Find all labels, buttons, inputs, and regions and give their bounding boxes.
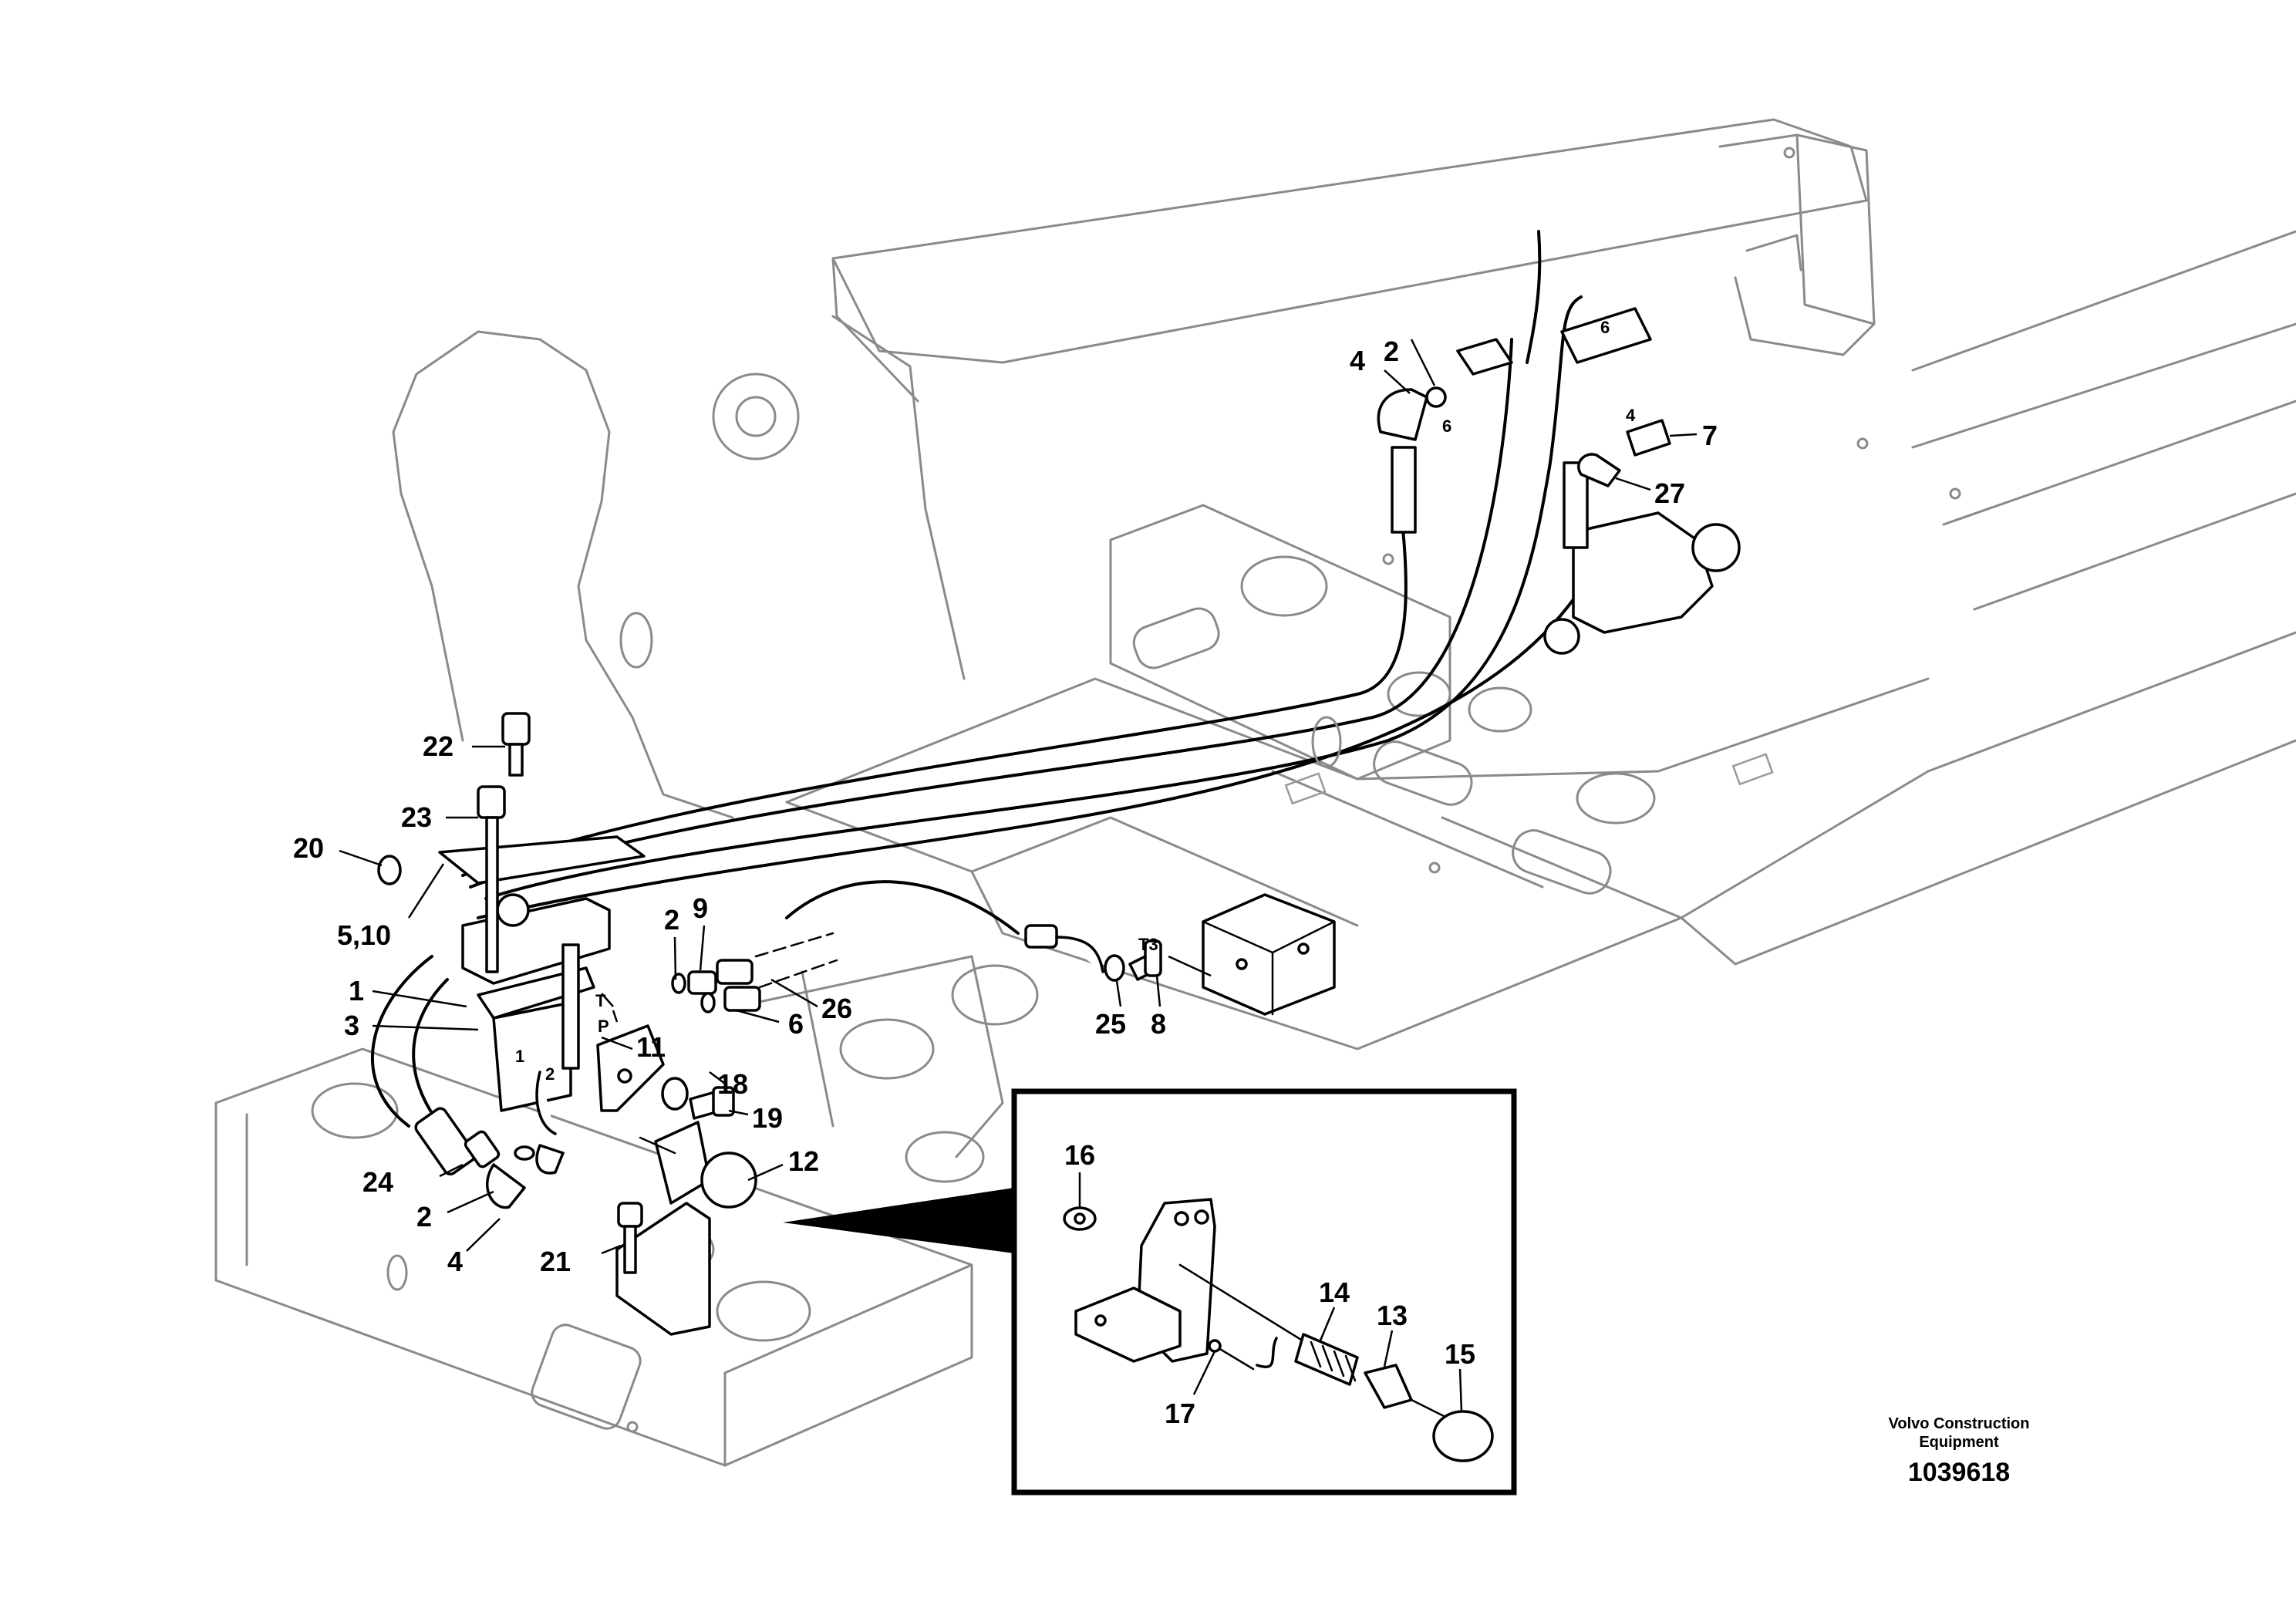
washer-18 [661,1077,689,1111]
components [377,307,1741,1336]
callout-15: 15 [1445,1338,1475,1370]
detail-frame [1011,1088,1517,1496]
port-label-4: 4 [1626,406,1636,425]
leader-lines [339,339,1698,1412]
port-block-t3 [1202,893,1336,1016]
callout-7: 7 [1702,420,1718,451]
spring-14 [1294,1333,1359,1386]
port-labels: T P T3 6 6 4 1 2 [515,318,1636,1084]
lock-lever-assembly [615,1121,757,1336]
callout-26: 26 [821,993,852,1024]
bolt-22 [501,712,531,777]
callout-4-left: 4 [447,1246,463,1277]
callout-11: 11 [636,1031,666,1063]
callout-17: 17 [1165,1398,1195,1429]
detail-pointer [783,1188,1014,1253]
footer: Volvo Construction Equipment 1039618 [1889,1415,2030,1487]
callout-2-top: 2 [1384,336,1399,367]
callout-16: 16 [1064,1139,1095,1171]
callout-13: 13 [1377,1300,1408,1331]
knob-15 [1432,1410,1494,1462]
callout-8: 8 [1151,1008,1166,1040]
machine-frame [214,118,2296,1467]
fittings-9-6-26 [671,932,838,1013]
callout-2-pedal: 2 [664,904,679,936]
rod-13 [1364,1364,1459,1425]
elbow-fitting-4-top [1377,388,1428,441]
lock-bracket-detail [1074,1198,1216,1363]
callout-6: 6 [788,1008,804,1040]
brand-line-2: Equipment [1919,1434,1999,1451]
bolt-21 [617,1202,643,1274]
bolt-19 [689,1086,735,1120]
callout-5-10: 5,10 [337,919,391,951]
callout-1: 1 [349,975,364,1007]
callout-9: 9 [693,892,708,924]
port-label-1: 1 [515,1047,524,1066]
port-label-t: T [595,991,606,1010]
fittings-24-2-4 [414,1107,565,1209]
callout-25: 25 [1095,1008,1126,1040]
callout-19: 19 [752,1102,783,1134]
callout-labels: 22 23 20 5,10 1 3 2 9 26 6 11 18 19 12 2… [293,336,1718,1429]
callout-14: 14 [1319,1276,1350,1308]
fitting-7 [1626,419,1671,457]
callout-22: 22 [423,730,453,762]
brand-line-1: Volvo Construction [1889,1415,2030,1432]
port-label-p: P [598,1017,609,1036]
bracket-11 [596,1024,665,1112]
callout-12: 12 [788,1145,819,1177]
callout-3: 3 [344,1010,359,1041]
callout-2-left: 2 [416,1201,432,1233]
pin-17 [1208,1337,1278,1371]
bolt-23 [477,785,506,973]
callout-4-top: 4 [1350,345,1365,376]
hydraulic-hoses [371,230,1594,1143]
callout-20: 20 [293,832,324,864]
knob-12 [700,1152,757,1209]
pilot-valve-block [1391,307,1741,655]
port-label-6-right: 6 [1600,318,1610,337]
port-label-6-left: 6 [1442,416,1451,436]
nut-20 [377,855,402,885]
port-label-2: 2 [545,1064,555,1084]
document-number: 1039618 [1908,1458,2010,1487]
fittings-25-8 [1024,924,1162,982]
callout-24: 24 [362,1166,393,1198]
callout-23: 23 [401,801,432,833]
port-label-t3: T3 [1138,935,1158,954]
callout-18: 18 [717,1068,748,1100]
callout-27: 27 [1654,477,1685,509]
callout-21: 21 [540,1246,571,1277]
detail-inset [783,1088,1517,1496]
fitting-27 [1577,453,1621,487]
